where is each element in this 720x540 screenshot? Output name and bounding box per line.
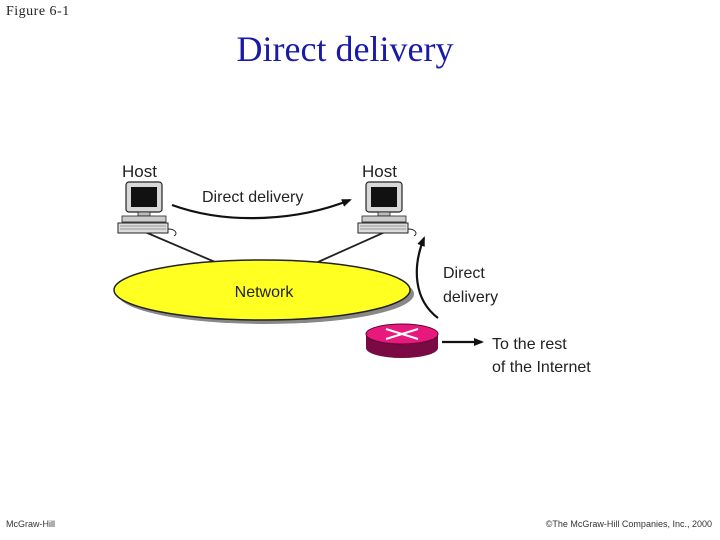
rest-of-internet-line1: To the rest [492,336,567,353]
slide-title: Direct delivery [236,29,454,69]
network-cloud [113,259,414,324]
footer-copyright: ©The McGraw-Hill Companies, Inc., 2000 [545,519,712,529]
left-host-link [144,231,216,263]
host-left-label: Host [122,162,157,181]
rest-of-internet-line2: of the Internet [492,359,591,376]
network-label: Network [235,284,295,301]
direct-delivery-right-line1: Direct [443,265,485,282]
host-right-label: Host [362,162,397,181]
direct-delivery-right-line2: delivery [443,289,498,306]
footer-publisher: McGraw-Hill [6,519,55,529]
router-icon [365,323,439,358]
figure-label: Figure 6-1 [6,4,70,19]
computer-icon [357,181,417,237]
arrow-icon [415,236,439,319]
arrow-icon [171,198,352,220]
right-host-link [317,231,386,263]
computer-icon [117,181,177,237]
direct-delivery-top-label: Direct delivery [202,189,303,206]
